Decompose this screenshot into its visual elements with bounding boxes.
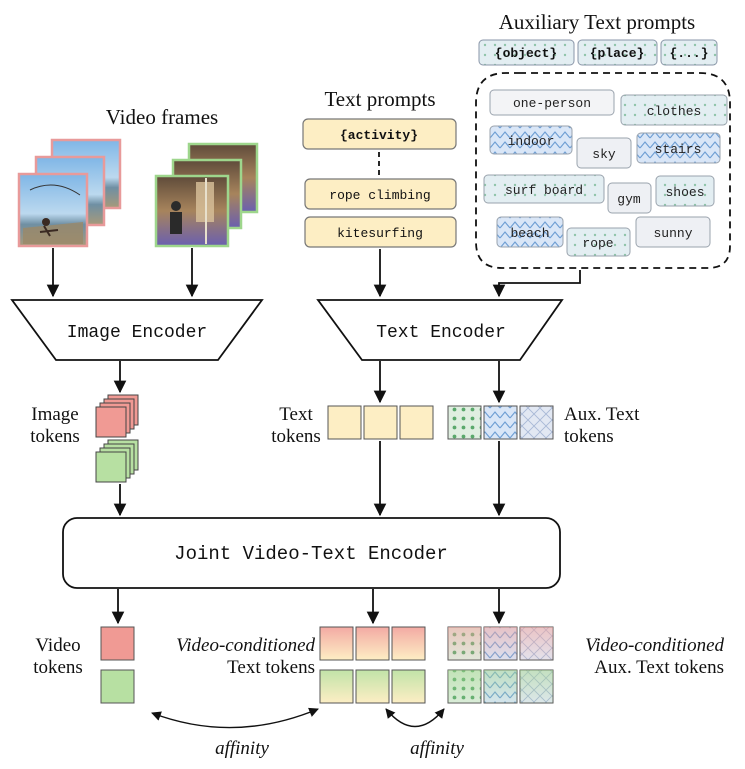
affinity-label-2: affinity [410,738,464,759]
aux-tokens-label-1: Aux. Text [564,404,640,425]
vc-text-tokens-label-1: Video-conditioned [176,635,315,656]
svg-text:beach: beach [510,226,549,241]
aux-word-beach: beach [496,216,564,248]
svg-text:sky: sky [592,147,616,162]
text-tokens [327,405,434,440]
video-token-green [100,669,135,704]
svg-text:{place}: {place} [590,46,645,61]
svg-text:kitesurfing: kitesurfing [337,226,423,241]
svg-text:{object}: {object} [495,46,557,61]
image-tokens-label-1: Image [31,404,78,425]
vc-aux-tokens-red [447,626,554,661]
svg-text:Joint Video-Text Encoder: Joint Video-Text Encoder [174,543,448,565]
text-prompt-rope-climbing: rope climbing [304,178,457,210]
affinity-label-1: affinity [215,738,269,759]
text-prompt-kitesurfing: kitesurfing [304,216,457,248]
image-encoder: Image Encoder [10,299,264,361]
svg-text:sunny: sunny [653,226,692,241]
text-prompt-template: {activity} [302,118,457,150]
svg-text:surf board: surf board [505,183,583,198]
aux-word-sunny: sunny [635,216,711,248]
aux-template-more: {...} [660,39,718,66]
video-frames-kitesurf [17,138,122,248]
text-prompts-title: Text prompts [324,87,435,111]
vc-aux-tokens-label-1: Video-conditioned [585,635,724,656]
aux-word-one-person: one-person [489,89,615,116]
svg-text:rope: rope [582,236,613,251]
image-tokens-green [95,439,139,483]
svg-text:shoes: shoes [665,185,704,200]
aux-word-indoor: indoor [489,125,573,155]
arrow-aux-to-text-encoder [492,270,581,298]
affinity-arrow-video-text [151,707,319,729]
aux-word-sky: sky [576,137,632,169]
svg-text:indoor: indoor [508,134,555,149]
aux-tokens-label-2: tokens [564,426,614,447]
aux-template-place: {place} [577,39,658,66]
aux-word-stairs: stairs [636,132,721,164]
aux-word-surf-board: surf board [483,174,605,204]
text-encoder: Text Encoder [316,299,564,361]
svg-text:one-person: one-person [513,96,591,111]
video-frames-title: Video frames [106,105,218,129]
svg-text:Text Encoder: Text Encoder [376,323,506,343]
svg-text:stairs: stairs [655,142,702,157]
svg-text:{activity}: {activity} [340,128,418,143]
vc-text-tokens-red [319,626,426,661]
affinity-arrow-text-aux [385,708,445,727]
video-tokens-label-2: tokens [33,657,83,678]
aux-word-rope: rope [566,227,631,257]
vc-text-tokens-label-2: Text tokens [227,657,315,678]
video-tokens-label-1: Video [35,635,80,656]
video-token-red [100,626,135,661]
svg-text:clothes: clothes [647,104,702,119]
vc-text-tokens-green [319,669,426,704]
aux-word-gym: gym [607,182,652,214]
svg-text:Image Encoder: Image Encoder [67,323,207,343]
svg-text:gym: gym [617,192,641,207]
joint-video-text-encoder: Joint Video-Text Encoder [62,517,561,589]
text-tokens-label-1: Text [279,404,313,425]
image-tokens-red [95,394,139,438]
vc-aux-tokens-green [447,669,554,704]
video-frames-rope-climbing [154,142,259,248]
svg-text:rope climbing: rope climbing [329,188,430,203]
aux-template-object: {object} [478,39,575,66]
aux-word-clothes: clothes [620,94,728,126]
aux-word-shoes: shoes [655,175,715,207]
aux-text-tokens [447,405,554,440]
image-tokens-label-2: tokens [30,426,80,447]
svg-text:{...}: {...} [669,46,708,61]
aux-prompts-title: Auxiliary Text prompts [499,10,695,34]
text-tokens-label-2: tokens [271,426,321,447]
vc-aux-tokens-label-2: Aux. Text tokens [594,657,724,678]
